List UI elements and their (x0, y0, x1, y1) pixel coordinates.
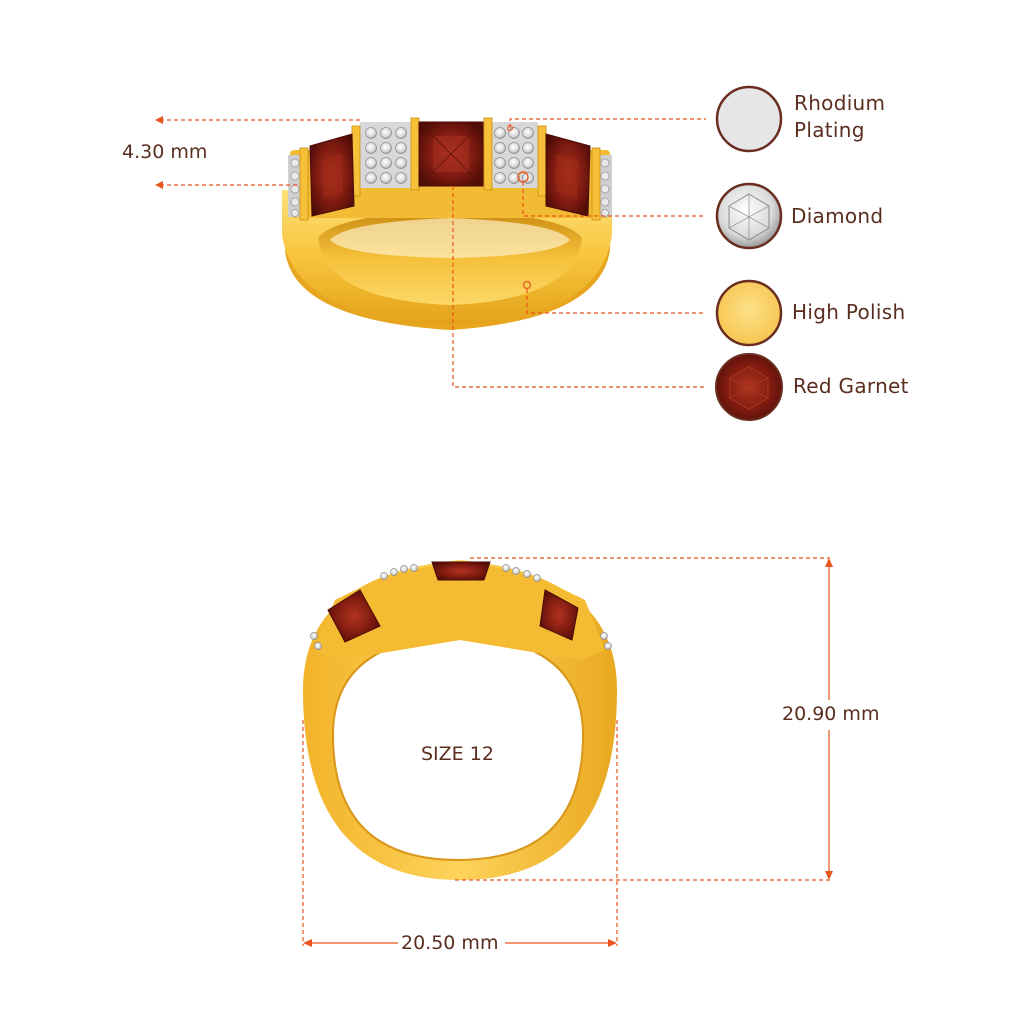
leader-garnet (452, 186, 706, 388)
legend-label-garnet: Red Garnet (793, 374, 909, 398)
ring-front-view (303, 560, 617, 880)
diamond-swatch-icon (715, 182, 783, 250)
leader-polish (526, 289, 706, 314)
rhodium-swatch-icon (715, 85, 783, 153)
garnet-front-left (327, 589, 381, 643)
high-polish-swatch-icon (715, 279, 783, 347)
legend-label-rhodium-line2: Plating (794, 118, 865, 142)
pave-column-left (288, 155, 302, 217)
ring-top-view (282, 117, 612, 330)
leader-rhodium (509, 118, 706, 128)
top-dim-arrow-up (155, 116, 163, 124)
legend-swatches (715, 85, 783, 421)
ring-crown (315, 566, 605, 660)
garnet-stone-right (545, 133, 591, 217)
gold-separators (299, 117, 601, 221)
legend-item-diamond: Diamond (791, 203, 883, 230)
ring-inner-shadow (330, 218, 570, 258)
front-height-arrow-up (825, 558, 833, 567)
garnet-front-center (431, 561, 491, 581)
pave-block-left (360, 122, 412, 188)
front-width-arrow-right (608, 939, 617, 947)
legend-label-diamond: Diamond (791, 204, 884, 228)
top-height-label: 4.30 mm (122, 141, 208, 163)
legend-label-rhodium-line1: Rhodium (794, 91, 886, 115)
ring-size-label: SIZE 12 (421, 743, 494, 765)
garnet-front-right (539, 589, 579, 641)
garnet-stone-left (309, 133, 355, 217)
front-width-label: 20.50 mm (401, 932, 499, 954)
marker-dot-polish (522, 280, 532, 290)
front-width-arrow-left (303, 939, 312, 947)
legend-item-rhodium: Rhodium Plating (794, 90, 885, 144)
legend-item-garnet: Red Garnet (793, 373, 909, 400)
top-height-dimension (160, 119, 360, 186)
front-height-arrow-down (825, 871, 833, 880)
leader-diamond (522, 182, 706, 217)
diamonds-front (310, 564, 612, 650)
garnet-swatch-icon (715, 353, 783, 421)
leader-lines (452, 118, 706, 388)
pave-column-right (598, 155, 612, 217)
legend-item-high-polish: High Polish (792, 299, 905, 326)
front-height-label: 20.90 mm (782, 703, 880, 725)
front-height-dimension (455, 557, 830, 881)
top-dim-arrow-down (155, 181, 163, 189)
garnet-stone-center (418, 121, 484, 187)
pave-block-right (490, 122, 538, 188)
legend-label-high-polish: High Polish (792, 300, 906, 324)
front-width-dimension (302, 720, 618, 946)
